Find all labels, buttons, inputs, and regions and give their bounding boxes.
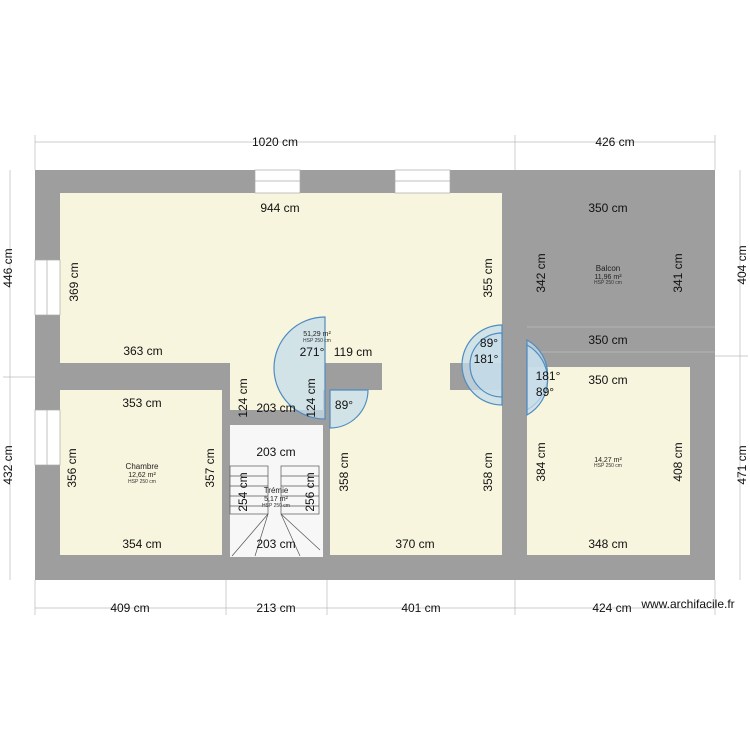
door-angle: 89° <box>335 398 353 412</box>
dimension-label: 426 cm <box>595 135 634 149</box>
room-right <box>527 367 690 555</box>
dimension-label: 357 cm <box>203 448 217 487</box>
dimension-label: 119 cm <box>334 345 372 359</box>
room-area: 11,96 m² <box>594 274 622 281</box>
dimension-label: 203 cm <box>256 445 295 459</box>
dimension-label: 358 cm <box>337 452 351 491</box>
room-main-gap <box>382 362 450 392</box>
room-area: 51,29 m² <box>303 331 331 338</box>
room-hsp: HSP 250 cm <box>262 503 290 509</box>
dimension-label: 944 cm <box>260 201 299 215</box>
dimension-label: 353 cm <box>122 396 161 410</box>
room-area: 5,17 m² <box>264 496 288 503</box>
room-hsp: HSP 250 cm <box>594 280 622 286</box>
dimension-label: 384 cm <box>534 442 548 481</box>
room-name: Chambre <box>126 462 159 471</box>
dimension-label: 401 cm <box>401 601 440 615</box>
dimension-label: 358 cm <box>481 452 495 491</box>
door-swing-icon <box>329 389 369 429</box>
door-swing-icon <box>469 332 503 398</box>
room-area: 14,27 m² <box>594 457 622 464</box>
dimension-label: 254 cm <box>236 472 250 511</box>
inner-dimension-labels: 944 cm 369 cm 355 cm 363 cm 119 cm 124 c… <box>65 201 685 551</box>
dimension-label: 350 cm <box>588 373 627 387</box>
room-name: Balcon <box>596 264 620 273</box>
dimension-label: 1020 cm <box>252 135 298 149</box>
dimension-label: 432 cm <box>1 445 15 484</box>
room-hsp: HSP 250 cm <box>594 463 622 469</box>
room-main <box>60 193 502 363</box>
dimension-label: 256 cm <box>303 472 317 511</box>
door-swings <box>273 316 549 429</box>
dimension-label: 348 cm <box>588 537 627 551</box>
door-angle: 181° <box>474 352 499 366</box>
room-main-lower <box>330 390 502 555</box>
dimension-label: 471 cm <box>735 445 749 484</box>
dimension-label: 409 cm <box>110 601 149 615</box>
room-labels: 51,29 m² HSP 250 cm Balcon 11,96 m² HSP … <box>126 264 623 509</box>
dimension-label: 342 cm <box>534 253 548 292</box>
staircase <box>229 465 321 557</box>
dimension-label: 408 cm <box>671 442 685 481</box>
dimension-label: 124 cm <box>304 378 318 417</box>
dimension-label: 213 cm <box>256 601 295 615</box>
dimension-label: 203 cm <box>256 401 295 415</box>
door-swing-icon <box>526 343 549 417</box>
room-hsp: HSP 250 cm <box>128 479 156 485</box>
dimension-label: 341 cm <box>671 253 685 292</box>
door-angles: 271° 89° 89° 181° 181° 89° <box>300 336 561 412</box>
windows <box>34 169 451 466</box>
dimension-label: 124 cm <box>236 378 250 417</box>
outer-dimension-labels: 1020 cm 426 cm 409 cm 213 cm 401 cm 424 … <box>1 135 749 615</box>
room-hsp: HSP 250 cm <box>303 338 331 344</box>
dimension-label: 355 cm <box>481 258 495 297</box>
dimension-label: 350 cm <box>588 201 627 215</box>
door-swing-icon <box>273 316 326 420</box>
dimension-label: 446 cm <box>1 248 15 287</box>
dimension-label: 404 cm <box>735 245 749 284</box>
dimension-label: 370 cm <box>395 537 434 551</box>
dimension-label: 350 cm <box>588 333 627 347</box>
door-angle: 181° <box>536 369 561 383</box>
room-tremie <box>230 425 323 557</box>
door-angle: 271° <box>300 345 325 359</box>
room-area: 12,62 m² <box>128 472 156 479</box>
dimension-label: 363 cm <box>123 344 162 358</box>
door-angle: 89° <box>480 336 498 350</box>
dimension-label: 356 cm <box>65 448 79 487</box>
door-angle: 89° <box>536 385 554 399</box>
dimension-label: 424 cm <box>592 601 631 615</box>
dimension-label: 203 cm <box>256 537 295 551</box>
room-chambre <box>60 390 222 555</box>
dimension-label: 369 cm <box>67 262 81 301</box>
room-name: Trémie <box>264 486 289 495</box>
dimension-lines <box>3 135 748 615</box>
watermark: www.archifacile.fr <box>640 597 734 611</box>
dimension-label: 354 cm <box>122 537 161 551</box>
